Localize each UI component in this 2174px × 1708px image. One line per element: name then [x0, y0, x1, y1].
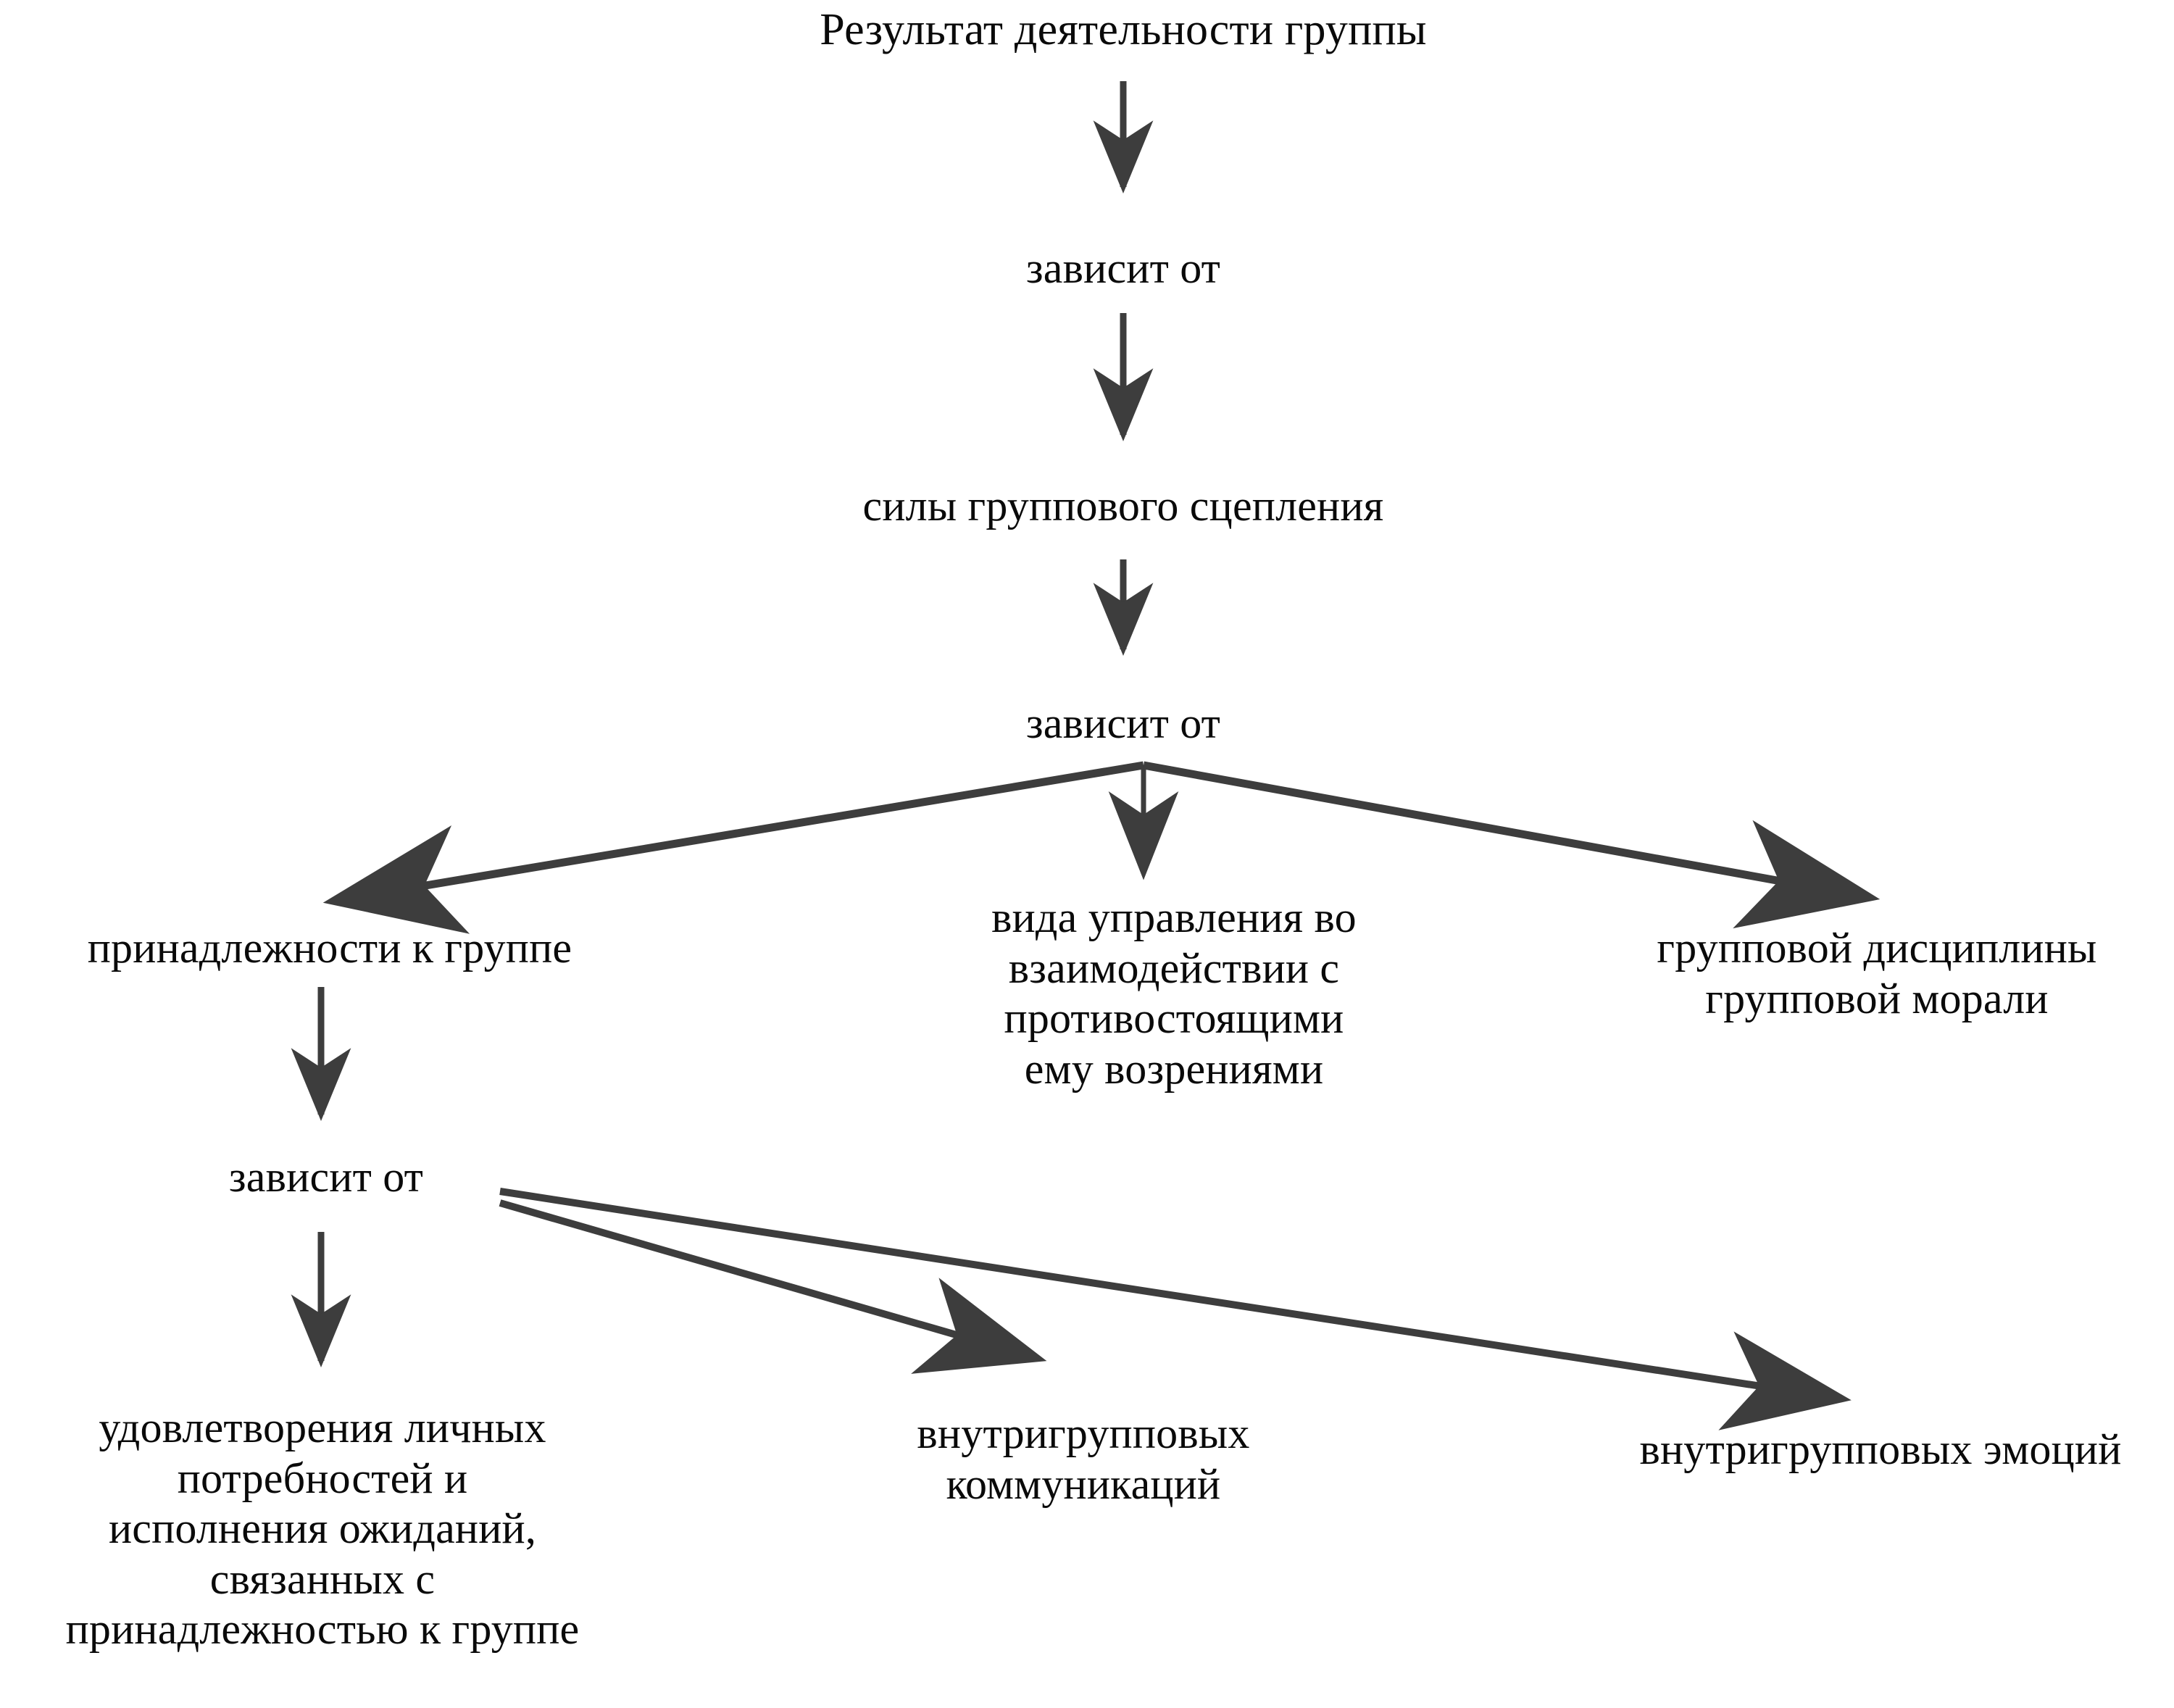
node-group-cohesion-forces: силы группового сцепления	[862, 482, 1384, 530]
node-group-belonging: принадлежности к группе	[87, 924, 572, 972]
edge-dep3-to-communication	[499, 1199, 1047, 1374]
edge-dep2-to-discipline	[1143, 761, 1881, 929]
node-ingroup-communication: внутригрупповых коммуникаций	[917, 1409, 1250, 1508]
edge-dep2-to-belonging	[322, 761, 1144, 934]
node-depends-on-1: зависит от	[1025, 244, 1221, 292]
node-root: Результат деятельности группы	[820, 5, 1427, 54]
edge-dep3-to-emotions	[499, 1188, 1852, 1430]
node-depends-on-2: зависит от	[1025, 699, 1221, 747]
node-depends-on-3: зависит от	[228, 1153, 424, 1201]
node-ingroup-emotions: внутригрупповых эмоций	[1639, 1425, 2122, 1473]
node-personal-needs: удовлетворения личных потребностей и исп…	[65, 1404, 580, 1654]
node-management-type: вида управления во взаимодействии с прот…	[991, 893, 1357, 1093]
node-group-discipline: групповой дисциплины групповой морали	[1657, 924, 2097, 1022]
